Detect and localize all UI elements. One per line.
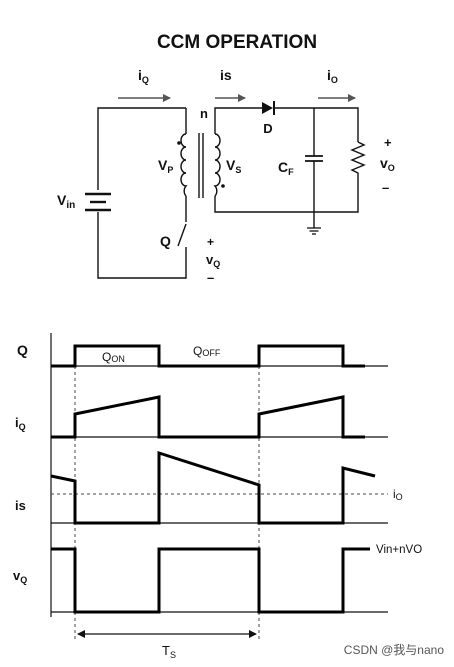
secondary-dot xyxy=(221,184,225,188)
page-title: CCM OPERATION xyxy=(157,32,317,53)
row-label-is: is xyxy=(15,498,26,513)
row-label-q: Q xyxy=(17,342,28,358)
secondary-winding xyxy=(213,133,221,197)
vq-minus: – xyxy=(207,270,214,285)
vo-minus: – xyxy=(382,180,389,195)
diode-label: D xyxy=(263,121,272,136)
row-label-iq: iQ xyxy=(15,415,26,432)
cf-label: CF xyxy=(278,159,294,177)
row-label-vq: vQ xyxy=(13,568,27,585)
q-off-label: QOFF xyxy=(193,344,221,358)
vin-battery xyxy=(85,192,111,212)
vin-label: Vin xyxy=(57,192,75,211)
flyback-circuit: iQ is iO xyxy=(57,67,395,285)
is-label: is xyxy=(220,67,232,83)
vs-label: VS xyxy=(226,157,241,175)
vo-plus: + xyxy=(384,135,392,150)
vq-waveform xyxy=(51,547,370,614)
watermark: CSDN @我与nano xyxy=(344,643,445,657)
switch-label: Q xyxy=(160,233,171,249)
load-resistor xyxy=(350,141,366,180)
q-waveform xyxy=(51,344,365,368)
vq-plus: + xyxy=(207,235,214,249)
period-label: TS xyxy=(162,643,176,660)
io-level-label: iO xyxy=(393,487,403,502)
q-on-label: QON xyxy=(102,350,125,364)
primary-winding xyxy=(180,133,188,197)
ground-icon xyxy=(307,227,321,235)
diode xyxy=(262,101,275,115)
switch-q xyxy=(177,223,187,247)
primary-dot xyxy=(177,141,181,145)
vp-label: VP xyxy=(158,157,173,175)
vq-circuit-label: vQ xyxy=(206,252,220,269)
waveforms: Q iQ is vQ QON QOFF iO Vin+nVO TS xyxy=(13,333,422,660)
vo-label: vO xyxy=(380,155,395,173)
iq-waveform xyxy=(51,395,365,439)
vq-high-label: Vin+nVO xyxy=(376,544,422,556)
is-waveform xyxy=(50,450,376,525)
turns-ratio-label: n xyxy=(200,106,208,121)
iq-label: iQ xyxy=(138,67,149,85)
io-label: iO xyxy=(327,67,338,85)
